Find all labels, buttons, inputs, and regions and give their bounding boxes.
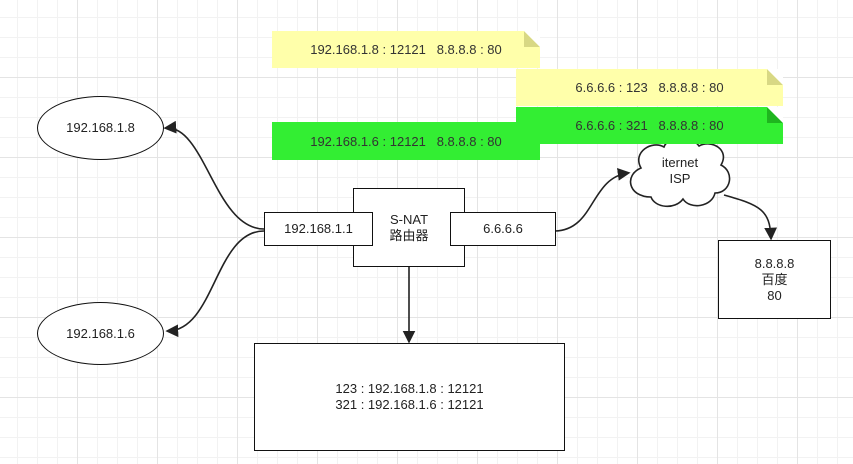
internet-cloud-label: iternet ISP [648, 155, 712, 187]
packet-note-4-text: 6.6.6.6 : 321 8.8.8.8 : 80 [575, 118, 724, 133]
server-port: 80 [767, 287, 782, 303]
note-fold-icon [767, 107, 783, 123]
router-subtitle: 路由器 [389, 227, 429, 243]
lan-port-label: 192.168.1.1 [284, 221, 353, 236]
packet-note-3: 192.168.1.6 : 12121 8.8.8.8 : 80 [272, 122, 540, 160]
cloud-shape [629, 137, 731, 208]
server-name: 百度 [761, 271, 788, 287]
note-fold-icon [524, 31, 540, 47]
host-b-label: 192.168.1.6 [66, 325, 135, 341]
host-a-label: 192.168.1.8 [66, 120, 135, 135]
packet-note-4: 6.6.6.6 : 321 8.8.8.8 : 80 [516, 107, 783, 144]
packet-note-2-text: 6.6.6.6 : 123 8.8.8.8 : 80 [575, 80, 724, 95]
server-ip: 8.8.8.8 [754, 255, 795, 271]
cloud-line-1: iternet [661, 155, 699, 170]
host-192-168-1-8: 192.168.1.8 [37, 96, 164, 160]
edge-lan-to-host-a [163, 120, 265, 230]
host-192-168-1-6: 192.168.1.6 [37, 302, 164, 365]
nat-table-row-1: 123 : 192.168.1.8 : 12121 [335, 381, 484, 396]
nat-table-box: 123 : 192.168.1.8 : 12121 321 : 192.168.… [254, 343, 565, 451]
packet-note-3-text: 192.168.1.6 : 12121 8.8.8.8 : 80 [310, 133, 502, 149]
packet-note-1-text: 192.168.1.8 : 12121 8.8.8.8 : 80 [310, 42, 502, 57]
packet-note-1: 192.168.1.8 : 12121 8.8.8.8 : 80 [272, 31, 540, 68]
nat-table-row-2: 321 : 192.168.1.6 : 12121 [335, 397, 484, 412]
router-lan-port: 192.168.1.1 [264, 212, 373, 246]
edge-lan-to-host-b [165, 230, 265, 338]
router-wan-port: 6.6.6.6 [450, 212, 556, 246]
server-box: 8.8.8.8 百度 80 [718, 240, 831, 319]
router-title: S-NAT [389, 211, 429, 227]
cloud-line-2: ISP [669, 171, 691, 186]
packet-note-2: 6.6.6.6 : 123 8.8.8.8 : 80 [516, 69, 783, 106]
edge-cloud-to-server [723, 194, 778, 241]
note-fold-icon [767, 69, 783, 85]
edge-wan-to-cloud [554, 168, 631, 232]
wan-port-label: 6.6.6.6 [483, 221, 523, 236]
